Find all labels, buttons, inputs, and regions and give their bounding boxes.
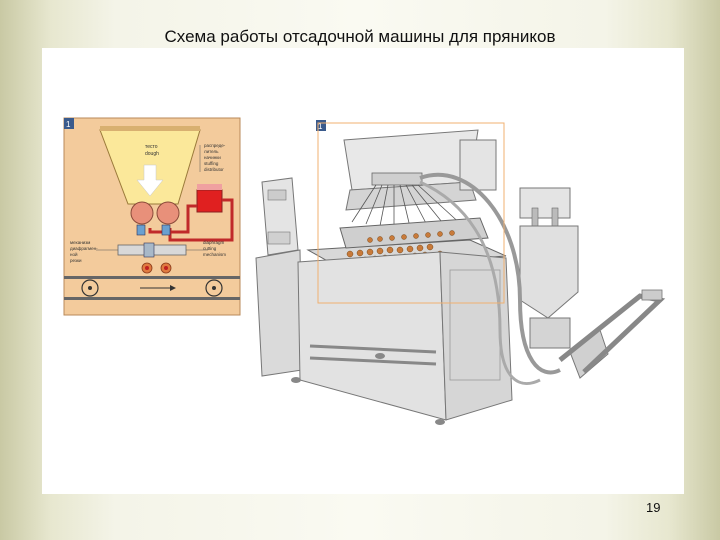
label-distributor-5: distributor [204, 167, 224, 172]
roller-right [156, 201, 180, 225]
page-number: 19 [646, 500, 661, 515]
roller-left [130, 201, 154, 225]
stuffing-distributor [196, 189, 223, 213]
label-right-1: diaphragm [203, 240, 225, 245]
label-left-4: резки [70, 258, 82, 263]
highlight-frame [317, 122, 505, 304]
label-distributor-1: распреде- [204, 143, 226, 148]
hose-1 [419, 172, 561, 375]
label-dough-1: тесто [145, 144, 158, 150]
machine-body [297, 251, 447, 421]
cabinet-base [255, 249, 303, 377]
label-left-3: ной [70, 251, 78, 257]
down-arrow-icon [136, 164, 164, 197]
label-distributor-2: литель [204, 149, 219, 154]
label-right-2: cutting [203, 246, 217, 251]
label-distributor-4: stuffing [204, 161, 219, 166]
pump-head [519, 187, 571, 219]
inset-diagram: 1 тесто dough распреде- литель начинки s… [63, 117, 241, 316]
slide-title: Схема работы отсадочной машины для пряни… [164, 27, 556, 46]
conveyor-arrow-icon [170, 285, 176, 291]
label-right-3: mechanism [203, 252, 226, 257]
label-distributor-3: начинки [204, 155, 221, 160]
label-left-1: механизм [70, 240, 90, 245]
machine-number: 1 [318, 122, 323, 131]
hose-2 [419, 180, 541, 385]
pump-tank [519, 225, 579, 319]
label-left-2: диафрагмен- [70, 246, 98, 251]
label-dough-2: dough [145, 151, 159, 157]
inset-number: 1 [66, 120, 71, 129]
machine-diagram: 1 [255, 120, 666, 425]
